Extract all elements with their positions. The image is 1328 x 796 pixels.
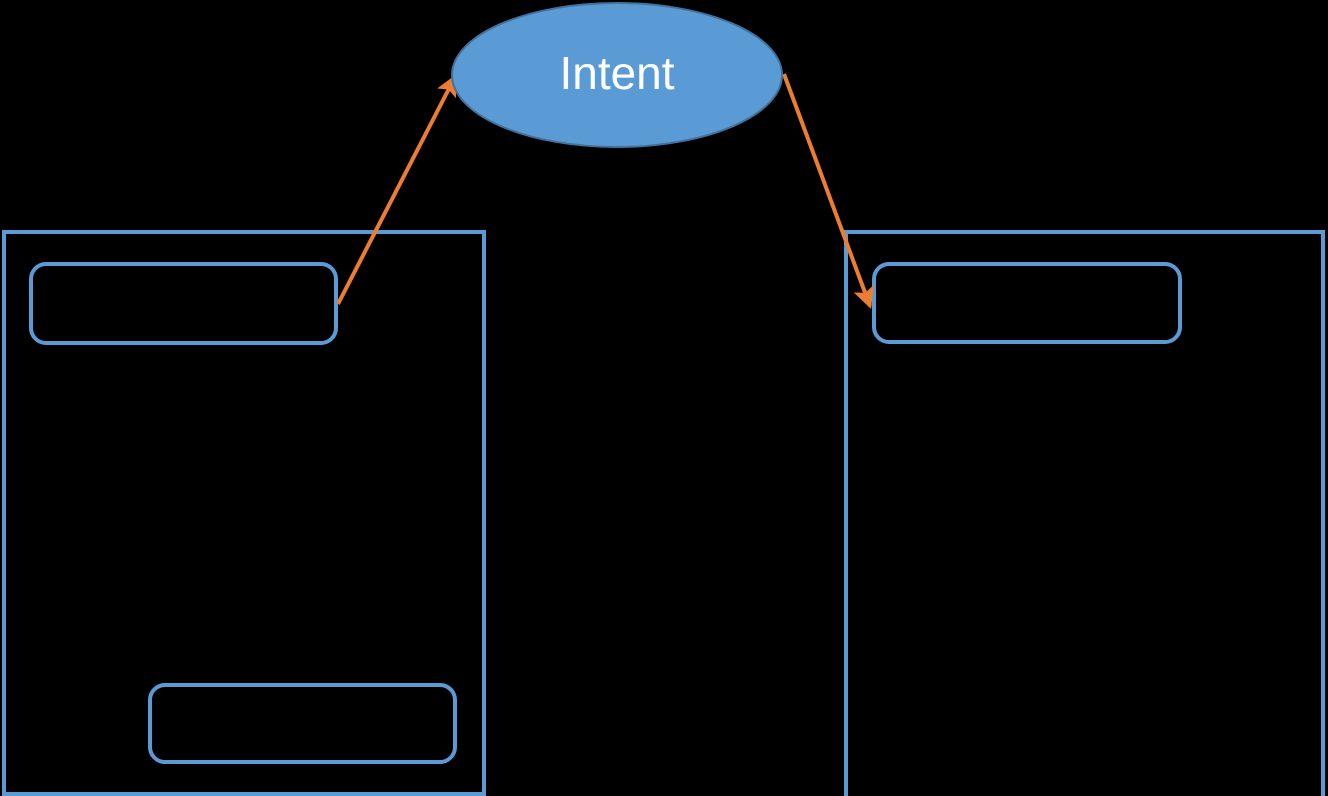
right-panel [844,230,1325,796]
intent-ellipse-label: Intent [559,47,674,99]
left-panel [2,230,486,796]
intent-ellipse[interactable] [451,2,783,148]
right-panel-top-box[interactable] [872,262,1182,344]
connector-intent-to-right-box [782,73,874,310]
connector-left-box-to-intent [336,74,457,305]
left-panel-bottom-box[interactable] [148,683,457,764]
left-panel-top-box[interactable] [29,262,338,345]
